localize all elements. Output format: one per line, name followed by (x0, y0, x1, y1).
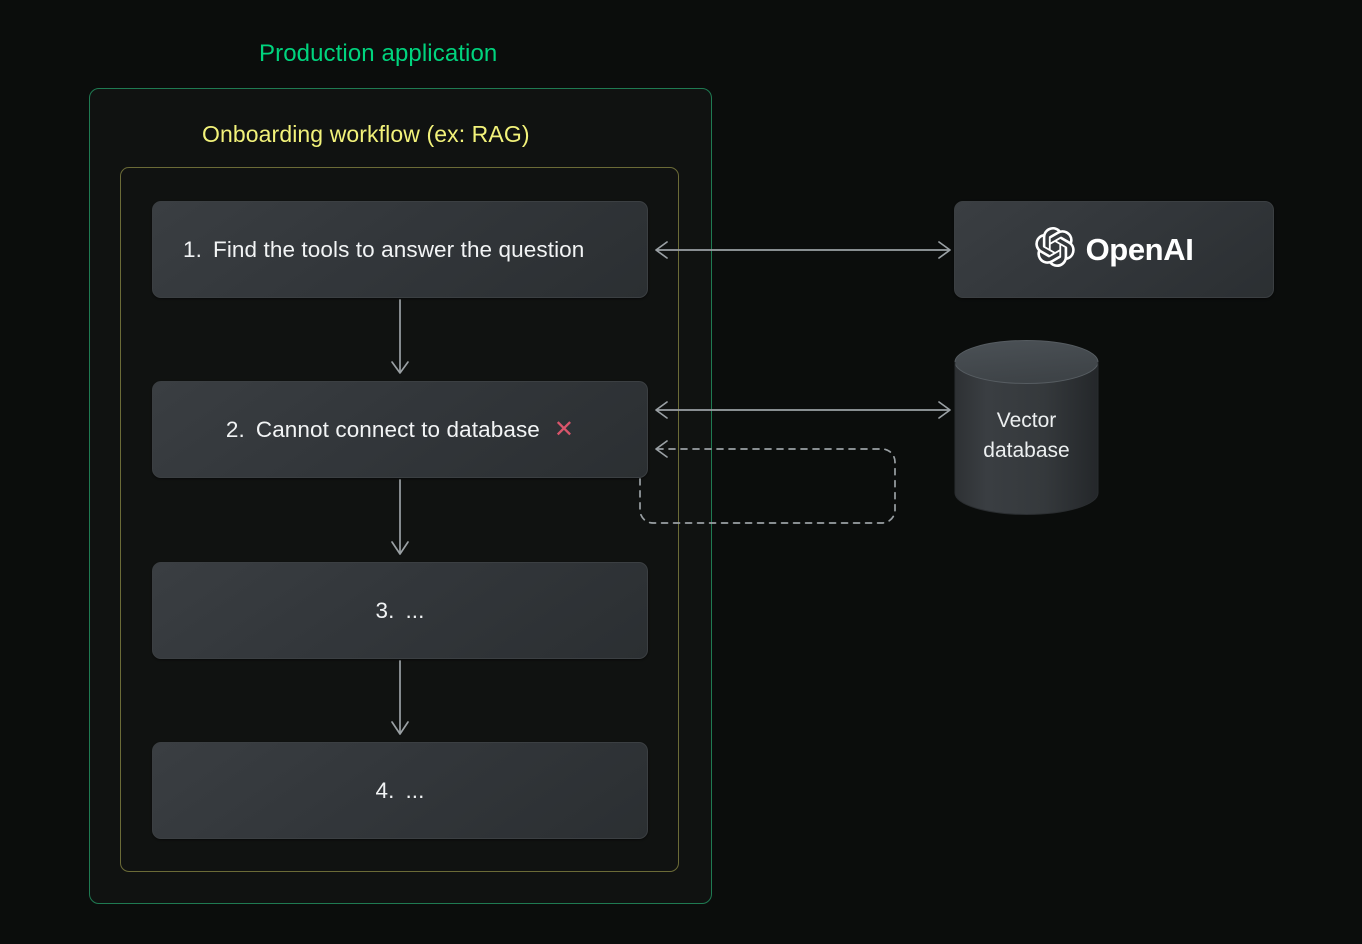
workflow-step-3[interactable]: 3. ... (152, 562, 648, 659)
workflow-step-4[interactable]: 4. ... (152, 742, 648, 839)
vector-database-node[interactable]: Vector database (954, 340, 1099, 515)
openai-service-box[interactable]: OpenAI (954, 201, 1274, 298)
step-3-text: ... (405, 597, 425, 623)
step-1-number: 1. (183, 236, 202, 262)
workflow-step-2[interactable]: 2. Cannot connect to database ✕ (152, 381, 648, 478)
step-3-number: 3. (375, 597, 395, 623)
workflow-step-1[interactable]: 1. Find the tools to answer the question (152, 201, 648, 298)
error-x-icon: ✕ (553, 415, 575, 443)
step-2-text: Cannot connect to database (255, 416, 540, 442)
step-1-text: Find the tools to answer the question (212, 236, 585, 262)
database-cylinder-icon (954, 340, 1099, 515)
step-2-number: 2. (225, 416, 245, 442)
production-application-label: Production application (259, 40, 498, 67)
step-4-text: ... (405, 777, 425, 803)
onboarding-workflow-label: Onboarding workflow (ex: RAG) (202, 121, 530, 147)
openai-label: OpenAI (1085, 231, 1194, 267)
openai-blossom-icon (1034, 227, 1075, 272)
step-4-number: 4. (375, 777, 395, 803)
